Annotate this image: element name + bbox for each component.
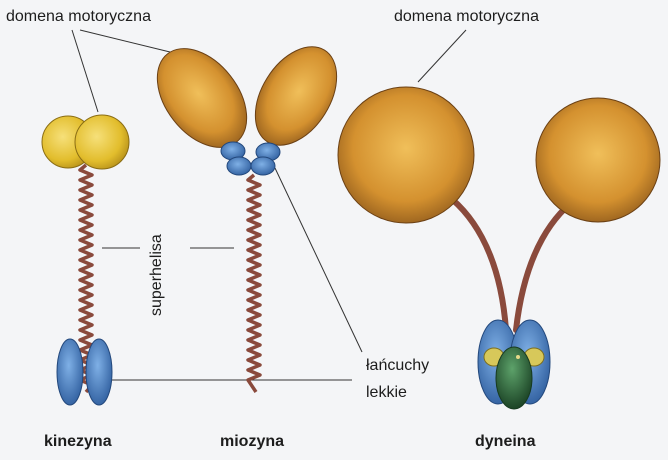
myosin-head-right [239, 32, 354, 160]
pointer-domain-kinesin [72, 30, 98, 112]
label-myosin: miozyna [220, 434, 284, 450]
pointer-domain-dynein [418, 30, 466, 82]
label-light-chains-line2: lekkie [366, 385, 407, 401]
myosin-light-chain-3 [227, 157, 251, 175]
dynein-head-right [536, 98, 660, 222]
label-dynein: dyneina [475, 434, 535, 450]
kinesin [42, 115, 129, 405]
pointer-domain-myosin [80, 30, 170, 52]
myosin-head-left [139, 32, 265, 165]
pointer-light-chains [275, 168, 362, 352]
kinesin-head-right [75, 115, 129, 169]
dynein-head-left [338, 87, 474, 223]
dynein-core [496, 347, 532, 409]
label-light-chains-line1: łańcuchy [366, 358, 429, 374]
myosin [139, 32, 353, 392]
dynein-core-dot [516, 355, 520, 359]
myosin-light-chain-4 [251, 157, 275, 175]
dynein-stalk-left [440, 190, 506, 330]
label-superhelix: superhelisa [149, 234, 165, 316]
label-kinesin: kinezyna [44, 434, 112, 450]
label-motor-domain-left: domena motoryczna [6, 9, 151, 25]
label-motor-domain-right: domena motoryczna [394, 9, 539, 25]
myosin-coil [248, 175, 260, 392]
kinesin-light-chain-right [86, 339, 112, 405]
kinesin-light-chain-left [57, 339, 83, 405]
